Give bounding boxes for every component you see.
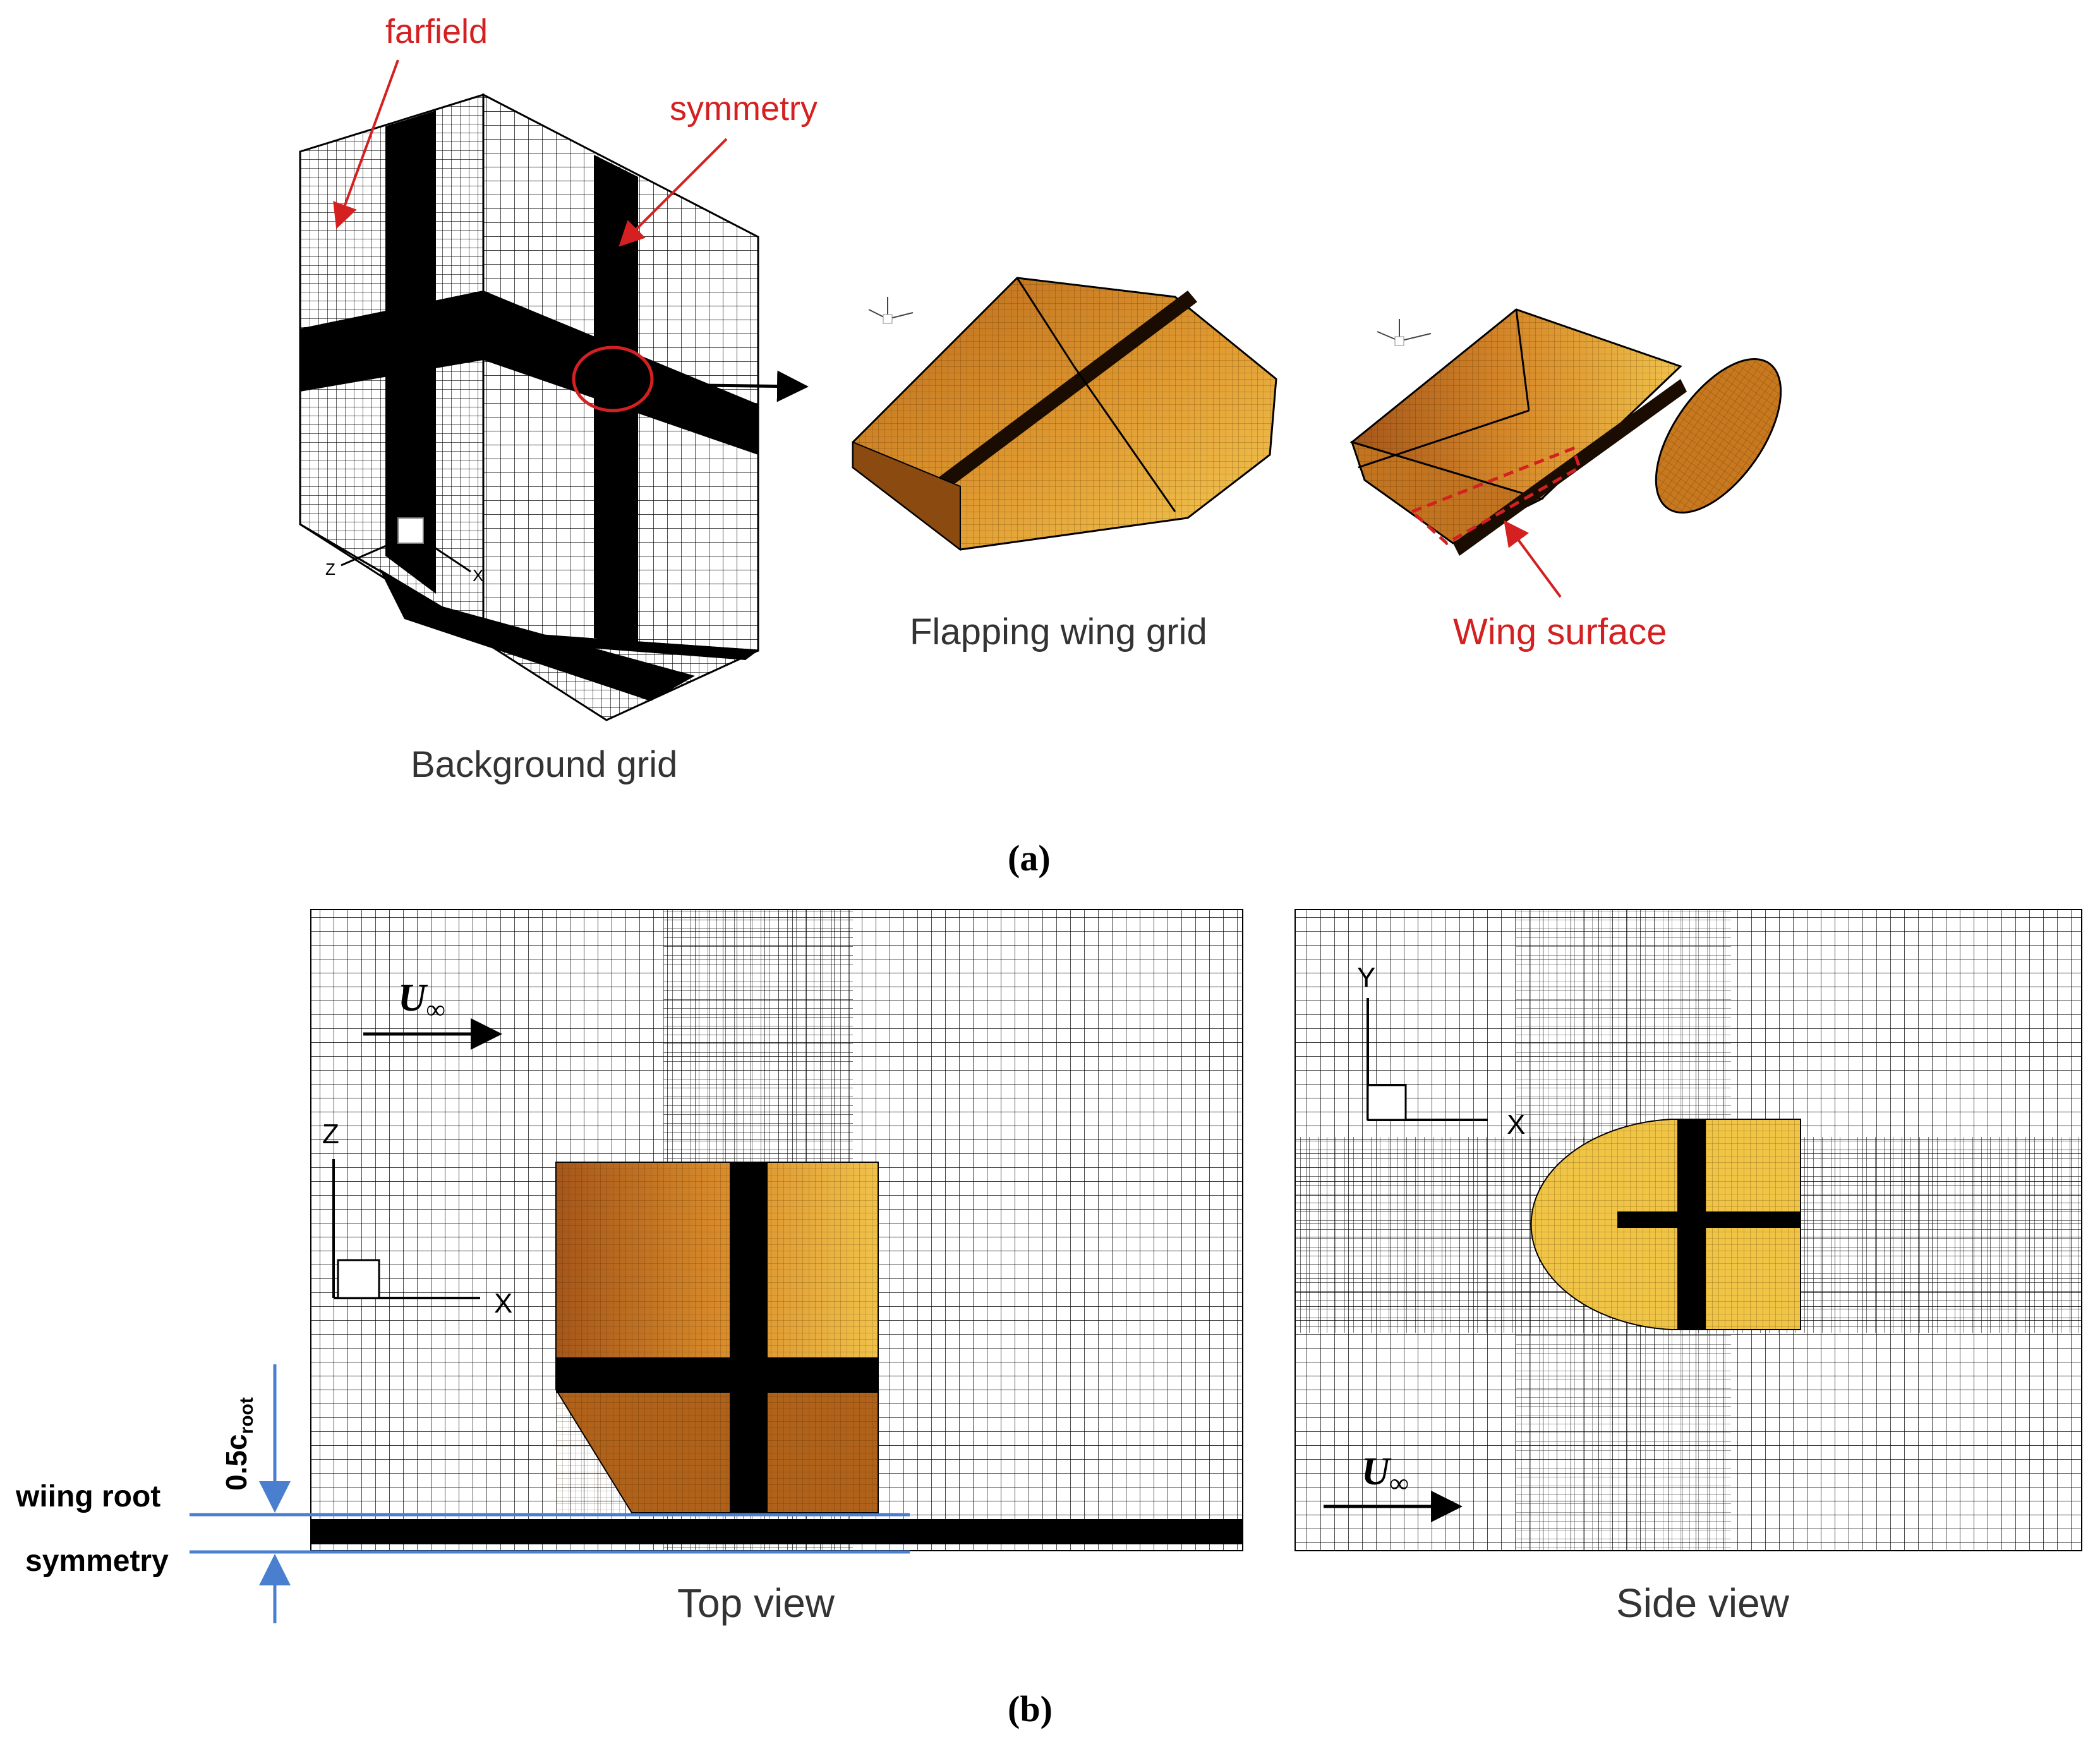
axis-y-label-side: Y <box>1357 962 1375 993</box>
u-inf-symbol-top: U <box>398 977 428 1019</box>
side-view-dense-horizontal <box>1617 1211 1801 1228</box>
symmetry-arrow-a <box>619 138 728 247</box>
top-view-caption: Top view <box>677 1580 835 1626</box>
wing-mesh-overlay-mid <box>853 278 1276 550</box>
axis-x-label-side: X <box>1507 1109 1525 1140</box>
symmetry-label-a: symmetry <box>670 90 818 128</box>
axis-z-label-top: Z <box>322 1119 339 1150</box>
background-grid-caption: Background grid <box>411 744 677 785</box>
svg-text:U∞: U∞ <box>398 977 445 1025</box>
u-inf-sub-side: ∞ <box>1390 1469 1409 1498</box>
background-grid-box: Y Z X <box>299 93 759 721</box>
top-view-dense-vertical <box>730 1162 768 1513</box>
u-inf-top: U∞ <box>363 977 502 1050</box>
farfield-arrow <box>333 59 399 229</box>
top-view-symmetry-band <box>311 1519 1243 1544</box>
axis-triad-side: Y X <box>1357 962 1525 1140</box>
zoom-circle <box>572 346 654 412</box>
wing-surface-arrow <box>1504 520 1562 598</box>
dim-label-root: 0.5croot <box>220 1397 257 1491</box>
panel-a: Y Z X farfield symmetry Background grid <box>299 13 1782 879</box>
dense-band-vertical-right <box>594 155 638 644</box>
axis-y-label-a: Y <box>409 436 420 455</box>
wing-surface-label: Wing surface <box>1453 611 1667 652</box>
dimension-annotations: 0.5croot wiing root symmetry <box>15 1364 910 1623</box>
wing-dense-band-right <box>1453 379 1687 556</box>
side-view-caption: Side view <box>1616 1580 1790 1626</box>
top-view-dense-horizontal <box>556 1358 878 1393</box>
dim-label-sub: root <box>236 1397 257 1434</box>
symmetry-label-b: symmetry <box>25 1544 169 1578</box>
axis-x-label-top: X <box>494 1288 512 1319</box>
axis-triad-a: Y Z X <box>325 436 483 585</box>
axis-triad-top: Z X <box>322 1119 512 1319</box>
wing-dense-band-mid <box>910 291 1197 510</box>
side-view: Y X U∞ <box>1294 909 2082 1551</box>
dense-band-bottom-2 <box>499 632 758 660</box>
flapping-wing-caption: Flapping wing grid <box>910 611 1207 652</box>
dense-band-vertical-left <box>385 111 436 594</box>
zoom-arrow <box>701 370 809 402</box>
axis-z-label-a: Z <box>325 560 335 579</box>
wing-surface-view <box>1349 308 1782 556</box>
dim-label-main: 0.5c <box>220 1434 253 1491</box>
wing-root-label: wiing root <box>15 1480 160 1513</box>
svg-text:U∞: U∞ <box>1361 1450 1409 1498</box>
panel-b: Z X U∞ 0.5croot wiing root symmetry Top … <box>15 909 2082 1729</box>
u-inf-symbol-side: U <box>1361 1450 1392 1493</box>
axis-triad-right <box>1377 319 1432 346</box>
farfield-label: farfield <box>385 13 488 51</box>
wing-mesh-overlay-right <box>1352 310 1681 543</box>
panel-a-label: (a) <box>1008 838 1051 879</box>
u-inf-sub-top: ∞ <box>426 995 445 1025</box>
axis-x-label-a: X <box>473 566 483 585</box>
wing-front-strip-mid <box>852 441 961 551</box>
wing-surface-dashed-box <box>1409 446 1582 546</box>
u-inf-side: U∞ <box>1324 1450 1463 1522</box>
panel-b-label: (b) <box>1008 1688 1053 1729</box>
top-view: Z X U∞ <box>310 909 1243 1551</box>
axis-triad-mid <box>868 297 914 324</box>
flapping-wing-grid <box>852 277 1277 551</box>
